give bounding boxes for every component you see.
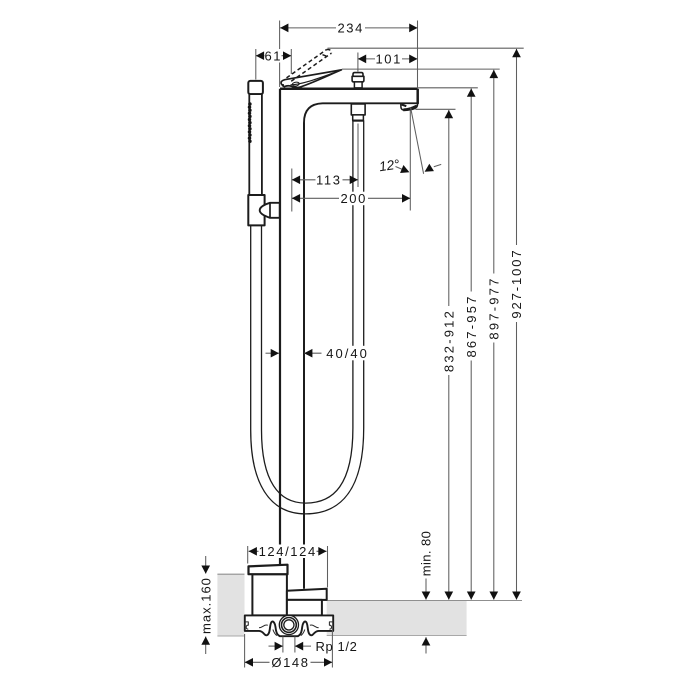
- svg-text:200: 200: [340, 191, 367, 206]
- svg-text:max.160: max.160: [198, 577, 213, 634]
- svg-text:234: 234: [337, 21, 364, 36]
- svg-text:Ø148: Ø148: [271, 655, 309, 670]
- svg-text:min. 80: min. 80: [419, 531, 434, 576]
- svg-text:897-977: 897-977: [487, 276, 502, 339]
- svg-text:927-1007: 927-1007: [509, 248, 524, 318]
- svg-text:61: 61: [264, 48, 282, 63]
- svg-text:113: 113: [316, 172, 342, 187]
- svg-text:124/124: 124/124: [259, 544, 317, 559]
- svg-text:867-957: 867-957: [464, 294, 479, 357]
- svg-text:Rp 1/2: Rp 1/2: [316, 639, 358, 654]
- svg-text:12°: 12°: [378, 156, 401, 174]
- svg-text:832-912: 832-912: [442, 309, 457, 372]
- svg-text:40/40: 40/40: [326, 346, 369, 361]
- svg-text:101: 101: [375, 52, 402, 67]
